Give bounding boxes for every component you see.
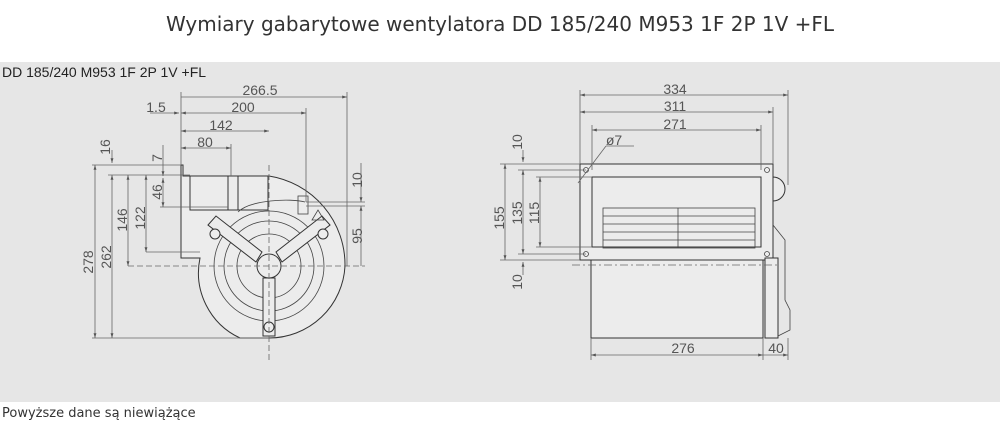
housing-body — [590, 259, 764, 339]
front-view: 266.5 1.5 200 142 80 278 262 16 146 122 … — [80, 82, 365, 360]
dim-142: 142 — [209, 117, 233, 133]
dim-334: 334 — [663, 81, 687, 97]
dim-122: 122 — [132, 206, 148, 230]
terminal-block — [297, 195, 309, 215]
dim-262: 262 — [98, 245, 114, 269]
dim-276: 276 — [671, 340, 695, 356]
dim-46: 46 — [149, 184, 165, 200]
dim-266-5: 266.5 — [242, 82, 277, 98]
dim-16: 16 — [97, 139, 113, 155]
dim-95: 95 — [349, 228, 365, 244]
mounting-arms — [207, 215, 331, 337]
side-view: 334 311 271 ø7 276 40 155 135 115 10 10 — [491, 81, 791, 360]
drawing-panel — [0, 62, 1000, 402]
dim-271: 271 — [663, 116, 687, 132]
page-title: Wymiary gabarytowe wentylatora DD 185/24… — [165, 12, 835, 36]
warning-icon — [311, 209, 325, 221]
terminal-side — [764, 257, 779, 339]
model-label: DD 185/240 M953 1F 2P 1V +FL — [2, 64, 207, 80]
dim-10-bottom: 10 — [509, 274, 525, 290]
disclaimer: Powyższe dane są niewiążące — [2, 406, 196, 421]
dim-10-top: 10 — [509, 134, 525, 150]
outlet-opening — [591, 176, 762, 248]
impeller-blades — [602, 207, 756, 249]
dim-1-5: 1.5 — [146, 99, 166, 115]
dim-135: 135 — [509, 201, 525, 225]
dim-80: 80 — [197, 134, 213, 150]
dim-7: 7 — [149, 154, 165, 162]
dim-hole-diameter: ø7 — [606, 132, 623, 148]
dim-10: 10 — [349, 172, 365, 188]
dim-200: 200 — [231, 99, 255, 115]
motor-clamp — [227, 175, 239, 211]
motor-cap — [772, 176, 786, 202]
dim-146: 146 — [114, 208, 130, 232]
dim-278: 278 — [80, 250, 96, 274]
dim-115: 115 — [526, 202, 542, 225]
dim-40: 40 — [768, 340, 784, 356]
dim-155: 155 — [491, 206, 507, 230]
dim-311: 311 — [664, 98, 687, 114]
cable — [237, 199, 306, 213]
